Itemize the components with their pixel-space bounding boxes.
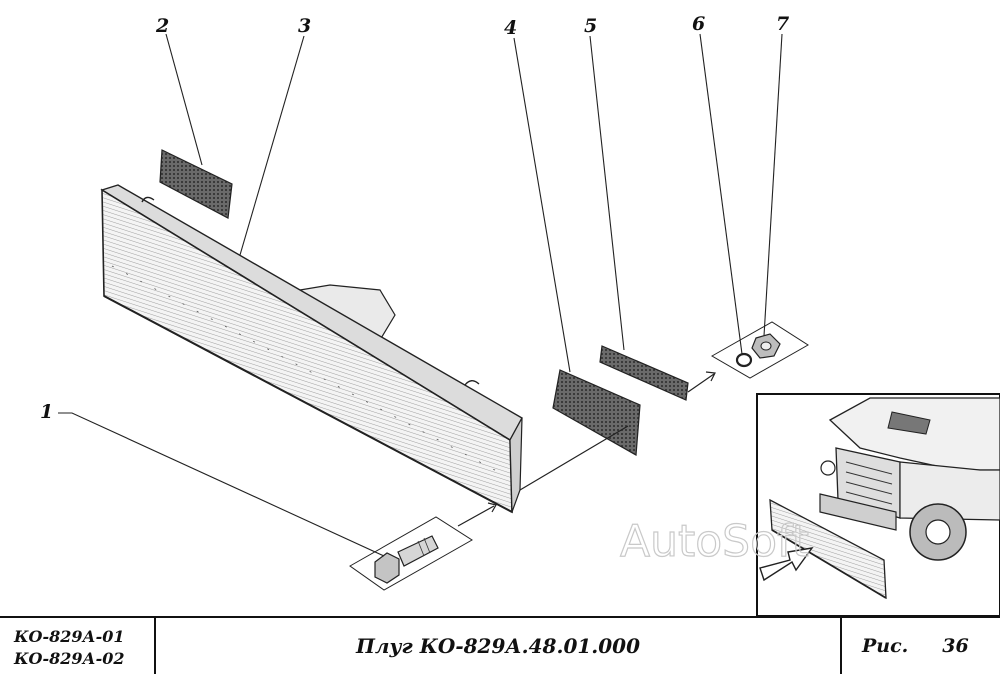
callout-7: 7 <box>776 13 789 35</box>
figure-label: Рис. <box>862 635 909 657</box>
callout-4: 4 <box>504 17 517 39</box>
drawing-title: Плуг КО-829А.48.01.000 <box>156 618 842 674</box>
figure-reference: Рис. 36 <box>842 618 1000 674</box>
leader-lines <box>58 33 783 557</box>
model-codes: КО-829А-01 КО-829А-02 <box>0 618 156 674</box>
plough-blade <box>100 184 523 514</box>
exploded-assembly-drawing: 1 2 3 4 5 6 7 AutoSoft <box>40 13 1000 616</box>
model-code: КО-829А-02 <box>14 649 125 668</box>
watermark: AutoSoft <box>620 516 809 567</box>
assembly-lines <box>457 371 716 527</box>
knife-strip <box>599 345 689 401</box>
callout-5: 5 <box>584 15 597 37</box>
bolt-panel <box>349 516 473 591</box>
model-code: КО-829А-01 <box>14 627 125 646</box>
washer-nut-panel <box>710 321 809 379</box>
truck-inset <box>756 393 1000 616</box>
knife-plate <box>552 369 641 456</box>
rubber-pad <box>159 149 233 219</box>
callout-2: 2 <box>155 15 169 37</box>
title-block: КО-829А-01 КО-829А-02 Плуг КО-829А.48.01… <box>0 616 1000 674</box>
callout-3: 3 <box>298 15 311 37</box>
figure-number: 36 <box>942 635 969 657</box>
callout-6: 6 <box>692 13 705 35</box>
callout-1: 1 <box>40 401 53 423</box>
